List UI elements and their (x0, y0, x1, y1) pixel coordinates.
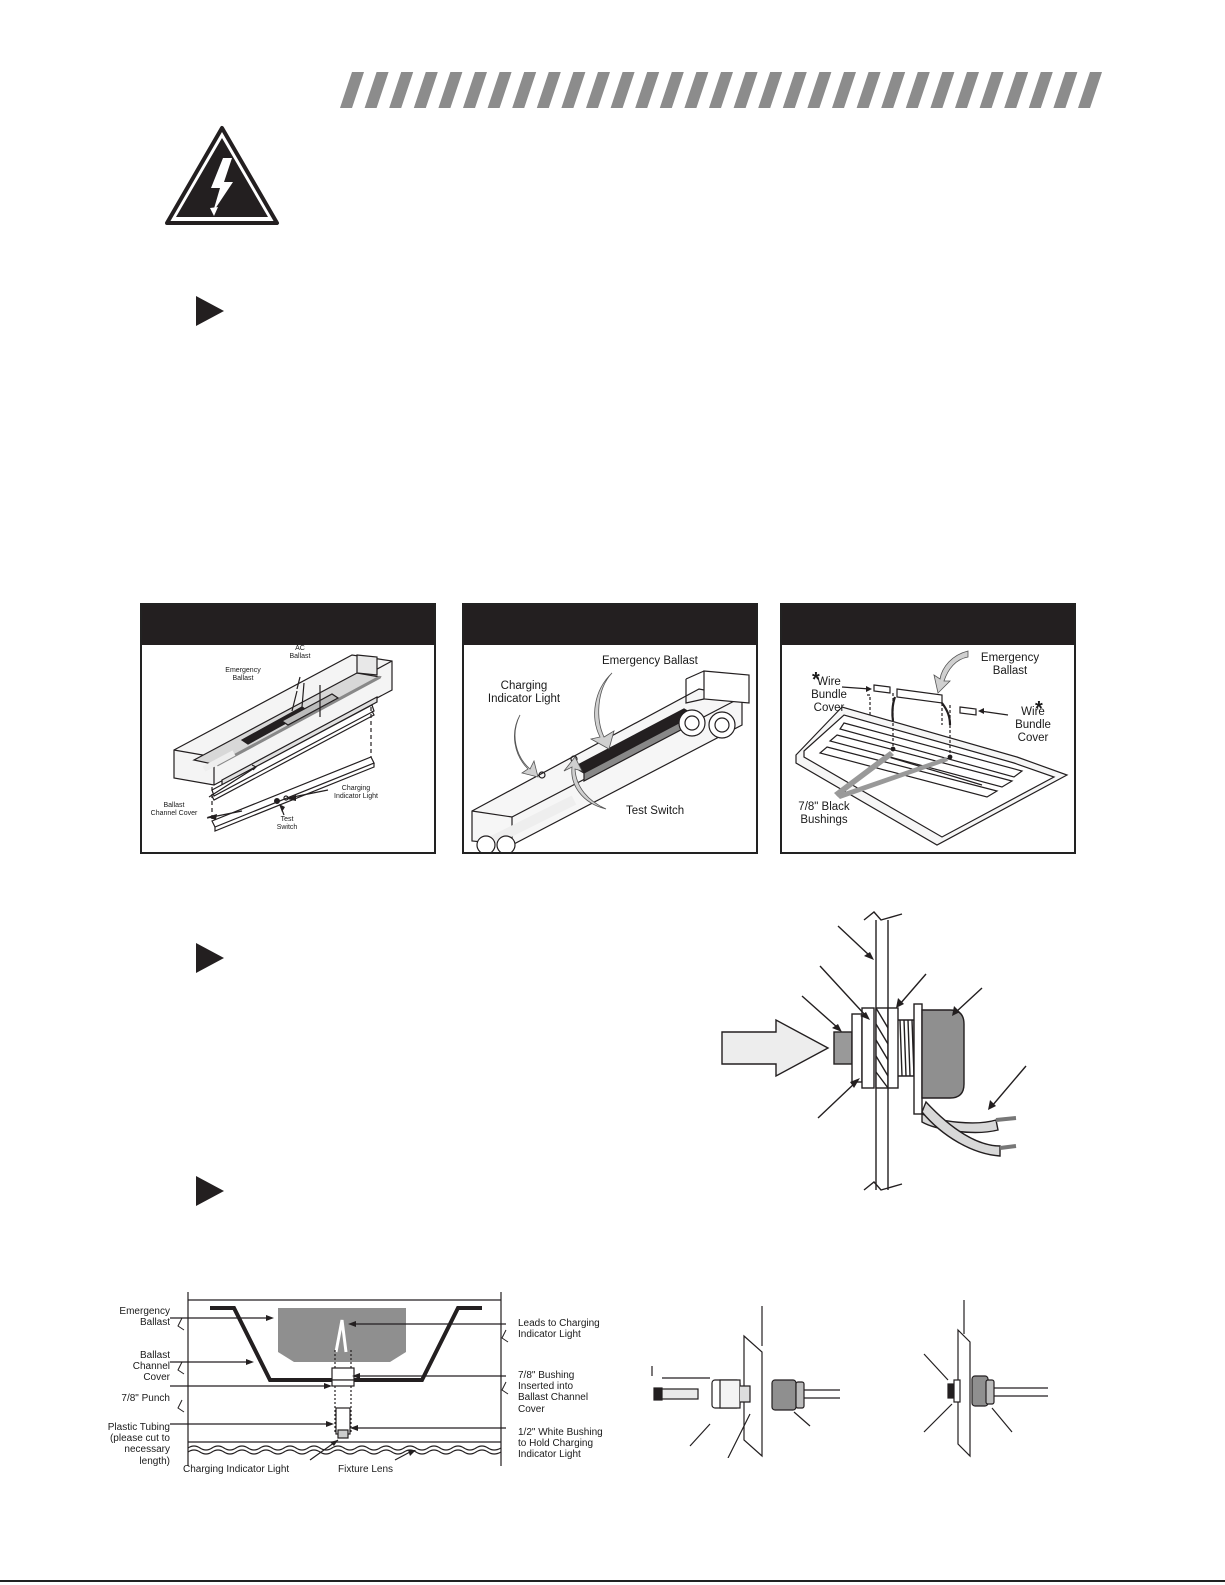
hazard-stripe (881, 72, 906, 108)
switch-mounting-diagram (721, 911, 1027, 1191)
cs-label-fixture-lens: Fixture Lens (338, 1464, 394, 1475)
panel-3-header-bar (782, 605, 1074, 645)
bushing-assembled-diagram (923, 1300, 1048, 1458)
figure-panel-2: Emergency Ballast Charging Indicator Lig… (462, 603, 758, 854)
cs-label-plastic-tubing: Plastic Tubing (please cut to necessary … (107, 1422, 170, 1467)
hazard-stripe (979, 72, 1004, 108)
cs-label-charging-indicator-light: Charging Indicator Light (183, 1464, 290, 1475)
bushing-exploded-diagram (651, 1306, 840, 1458)
header-hazard-stripes (340, 72, 1102, 108)
hazard-stripe (1078, 72, 1102, 108)
label-wire-bundle-cover-right: Wire Bundle Cover (1015, 706, 1051, 744)
bottom-rule (0, 1580, 1225, 1582)
hazard-stripe (610, 72, 635, 108)
hazard-stripe (1004, 72, 1029, 108)
cs-label-emergency-ballast: Emergency Ballast (119, 1306, 170, 1329)
label-emergency-ballast: Emergency Ballast (225, 667, 261, 682)
triangle-bullet-icon (196, 1176, 224, 1206)
label-charging-indicator-light: Charging Indicator Light (487, 680, 561, 705)
hazard-stripe (782, 72, 807, 108)
hazard-stripe (856, 72, 881, 108)
hazard-stripe (709, 72, 733, 108)
hazard-stripe (930, 72, 955, 108)
triangle-bullet-icon (196, 296, 224, 326)
hazard-stripe (413, 72, 438, 108)
hazard-stripe (955, 72, 979, 108)
hazard-stripe (1028, 72, 1053, 108)
label-wire-bundle-cover-left: Wire Bundle Cover (811, 676, 847, 714)
hazard-stripe (807, 72, 832, 108)
hazard-stripe (586, 72, 610, 108)
hazard-stripe (340, 72, 364, 108)
hazard-stripe (905, 72, 930, 108)
hazard-stripe (733, 72, 758, 108)
hazard-stripe (487, 72, 512, 108)
label-ac-ballast: AC Ballast (289, 645, 311, 660)
cs-label-bushing-78: 7/8" Bushing Inserted into Ballast Chann… (518, 1370, 589, 1415)
figure-panel-1: AC Ballast Emergency Ballast Ballast Cha… (140, 603, 436, 854)
cs-label-ballast-channel-cover: Ballast Channel Cover (132, 1350, 170, 1384)
cs-label-bushing-12: 1/2" White Bushing to Hold Charging Indi… (518, 1427, 603, 1461)
label-emergency-ballast: Emergency Ballast (980, 652, 1040, 677)
hazard-stripe (758, 72, 783, 108)
hazard-stripe (512, 72, 537, 108)
hazard-stripe (1053, 72, 1078, 108)
panel-2-header-bar (464, 605, 756, 645)
cs-label-punch: 7/8" Punch (121, 1393, 170, 1404)
label-charging-indicator-light: Charging Indicator Light (334, 785, 378, 800)
panel-1-header-bar (142, 605, 434, 645)
hazard-stripe (463, 72, 487, 108)
hazard-stripe (438, 72, 463, 108)
electrical-hazard-triangle-icon (165, 126, 279, 225)
figure-panel-3: Emergency Ballast * Wire Bundle Cover * … (780, 603, 1076, 854)
fixture-close-up-illustration (471, 670, 750, 852)
hazard-stripe (832, 72, 856, 108)
fixture-top-view-illustration (795, 650, 1069, 846)
label-test-switch: Test Switch (626, 805, 685, 817)
fixture-exploded-illustration (173, 654, 393, 832)
hazard-stripe (536, 72, 561, 108)
hazard-stripe (364, 72, 389, 108)
hazard-stripe (389, 72, 414, 108)
triangle-bullet-icon (196, 943, 224, 973)
hazard-stripe (561, 72, 586, 108)
label-emergency-ballast: Emergency Ballast (602, 655, 698, 667)
cs-label-leads: Leads to Charging Indicator Light (518, 1318, 600, 1341)
asterisk-mark: * (1035, 698, 1043, 720)
label-ballast-channel-cover: Ballast Channel Cover (150, 802, 198, 817)
hazard-stripe (635, 72, 660, 108)
asterisk-mark: * (812, 669, 820, 691)
hazard-stripe (659, 72, 684, 108)
hazard-stripe (684, 72, 709, 108)
label-black-bushings: 7/8" Black Bushings (798, 801, 850, 826)
label-test-switch: Test Switch (276, 816, 298, 831)
cross-section-diagram (170, 1292, 509, 1466)
